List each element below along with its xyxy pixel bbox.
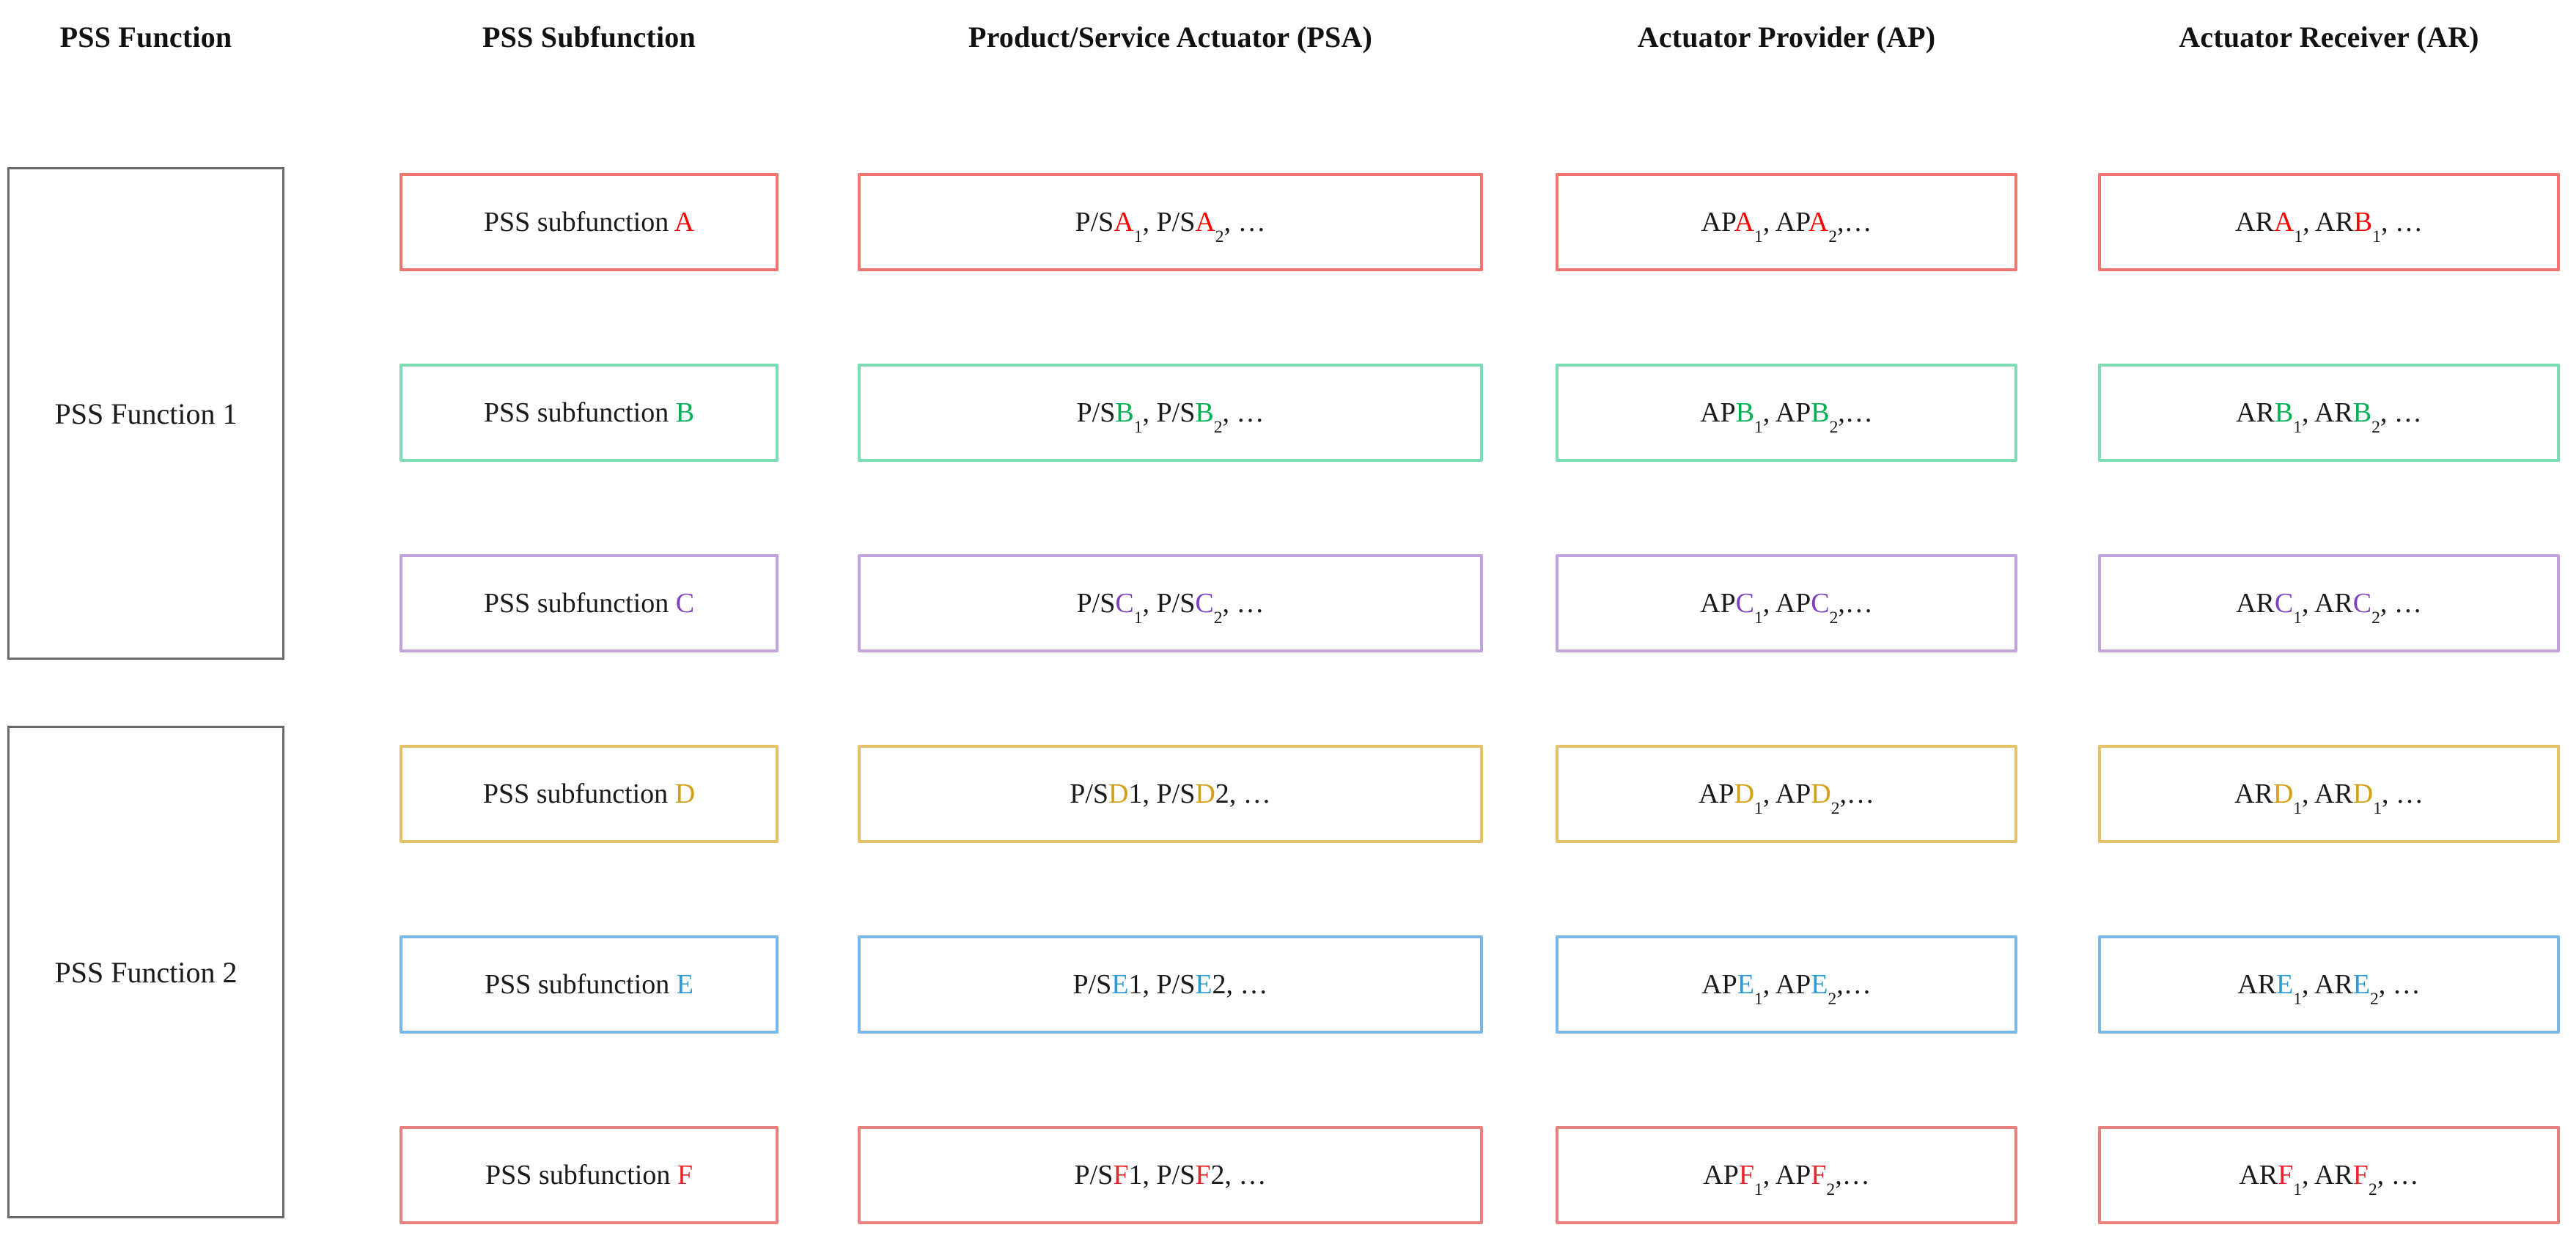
pss-subfunction-label: PSS subfunction A (483, 207, 695, 238)
ar-label: ARA1, ARB1, … (2235, 207, 2423, 247)
ap-label: APD1, APD2,… (1698, 779, 1875, 819)
ap-box-E: APE1, APE2,… (1556, 935, 2017, 1034)
pss-subfunction-label: PSS subfunction F (485, 1160, 693, 1190)
pss-function-box-1: PSS Function 1 (7, 167, 284, 660)
pss-subfunction-box-F: PSS subfunction F (400, 1126, 779, 1224)
psa-label: P/SD1, P/SD2, … (1070, 779, 1271, 809)
ap-label: APF1, APF2,… (1703, 1160, 1870, 1200)
ar-box-B: ARB1, ARB2, … (2098, 364, 2560, 462)
psa-box-A: P/SA1, P/SA2, … (858, 173, 1483, 271)
psa-box-C: P/SC1, P/SC2, … (858, 554, 1483, 652)
ar-box-A: ARA1, ARB1, … (2098, 173, 2560, 271)
ar-label: ARB1, ARB2, … (2236, 397, 2422, 438)
ar-box-D: ARD1, ARD1, … (2098, 745, 2560, 843)
ar-box-F: ARF1, ARF2, … (2098, 1126, 2560, 1224)
pss-subfunction-label: PSS subfunction B (483, 397, 695, 428)
column-header-psa: Product/Service Actuator (PSA) (968, 20, 1373, 54)
ar-label: ARE1, ARE2, … (2237, 969, 2421, 1009)
psa-label: P/SB1, P/SB2, … (1076, 397, 1265, 438)
pss-function-box-2: PSS Function 2 (7, 726, 284, 1218)
ar-box-E: ARE1, ARE2, … (2098, 935, 2560, 1034)
ap-box-B: APB1, APB2,… (1556, 364, 2017, 462)
psa-box-D: P/SD1, P/SD2, … (858, 745, 1483, 843)
column-header-ar: Actuator Receiver (AR) (2179, 20, 2479, 54)
psa-box-B: P/SB1, P/SB2, … (858, 364, 1483, 462)
pss-subfunction-box-C: PSS subfunction C (400, 554, 779, 652)
column-header-pss-function: PSS Function (59, 20, 232, 54)
pss-subfunction-box-B: PSS subfunction B (400, 364, 779, 462)
pss-subfunction-label: PSS subfunction E (484, 969, 694, 1000)
ap-box-C: APC1, APC2,… (1556, 554, 2017, 652)
psa-label: P/SE1, P/SE2, … (1072, 969, 1268, 1000)
pss-subfunction-box-E: PSS subfunction E (400, 935, 779, 1034)
psa-box-E: P/SE1, P/SE2, … (858, 935, 1483, 1034)
column-header-ap: Actuator Provider (AP) (1637, 20, 1936, 54)
pss-function-label-2: PSS Function 2 (54, 955, 238, 989)
pss-function-label-1: PSS Function 1 (54, 397, 238, 430)
psa-label: P/SC1, P/SC2, … (1076, 588, 1265, 628)
ap-box-D: APD1, APD2,… (1556, 745, 2017, 843)
ar-label: ARD1, ARD1, … (2234, 779, 2424, 819)
pss-subfunction-box-A: PSS subfunction A (400, 173, 779, 271)
ap-label: APE1, APE2,… (1701, 969, 1872, 1009)
column-header-pss-subfunction: PSS Subfunction (482, 20, 696, 54)
ap-box-A: APA1, APA2,… (1556, 173, 2017, 271)
ap-box-F: APF1, APF2,… (1556, 1126, 2017, 1224)
ap-label: APB1, APB2,… (1700, 397, 1873, 438)
psa-label: P/SF1, P/SF2, … (1074, 1160, 1267, 1190)
ar-label: ARC1, ARC2, … (2236, 588, 2422, 628)
ar-box-C: ARC1, ARC2, … (2098, 554, 2560, 652)
ap-label: APC1, APC2,… (1700, 588, 1873, 628)
psa-box-F: P/SF1, P/SF2, … (858, 1126, 1483, 1224)
pss-subfunction-label: PSS subfunction D (482, 779, 696, 809)
pss-subfunction-box-D: PSS subfunction D (400, 745, 779, 843)
pss-subfunction-label: PSS subfunction C (483, 588, 695, 619)
psa-label: P/SA1, P/SA2, … (1075, 207, 1266, 247)
ar-label: ARF1, ARF2, … (2239, 1160, 2419, 1200)
ap-label: APA1, APA2,… (1701, 207, 1872, 247)
